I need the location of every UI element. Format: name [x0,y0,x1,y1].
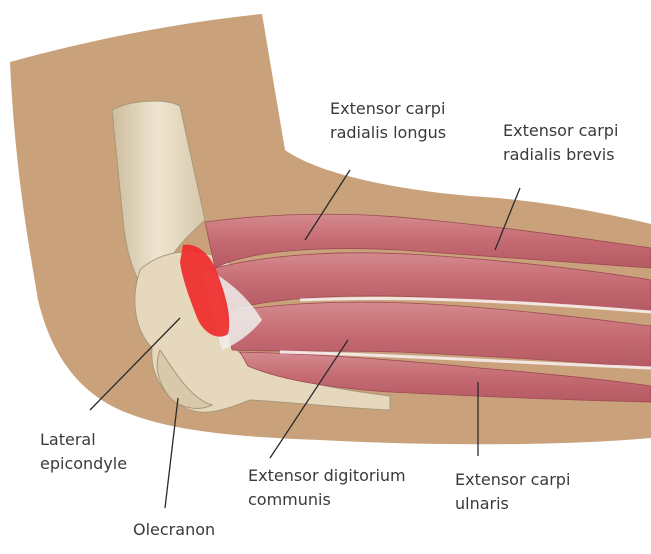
label-olecranon: Olecranon [133,518,215,542]
label-line: radialis brevis [503,143,618,167]
label-line: epicondyle [40,452,127,476]
label-extensor-carpi-ulnaris: Extensor carpi ulnaris [455,468,570,516]
label-line: Extensor digitorium [248,464,406,488]
label-lateral-epicondyle: Lateral epicondyle [40,428,127,476]
label-line: Extensor carpi [330,97,446,121]
label-line: communis [248,488,406,512]
label-line: ulnaris [455,492,570,516]
label-extensor-carpi-radialis-brevis: Extensor carpi radialis brevis [503,119,618,167]
label-extensor-digitorium-communis: Extensor digitorium communis [248,464,406,512]
label-line: radialis longus [330,121,446,145]
label-line: Extensor carpi [503,119,618,143]
label-extensor-carpi-radialis-longus: Extensor carpi radialis longus [330,97,446,145]
label-line: Olecranon [133,518,215,542]
label-line: Extensor carpi [455,468,570,492]
label-line: Lateral [40,428,127,452]
